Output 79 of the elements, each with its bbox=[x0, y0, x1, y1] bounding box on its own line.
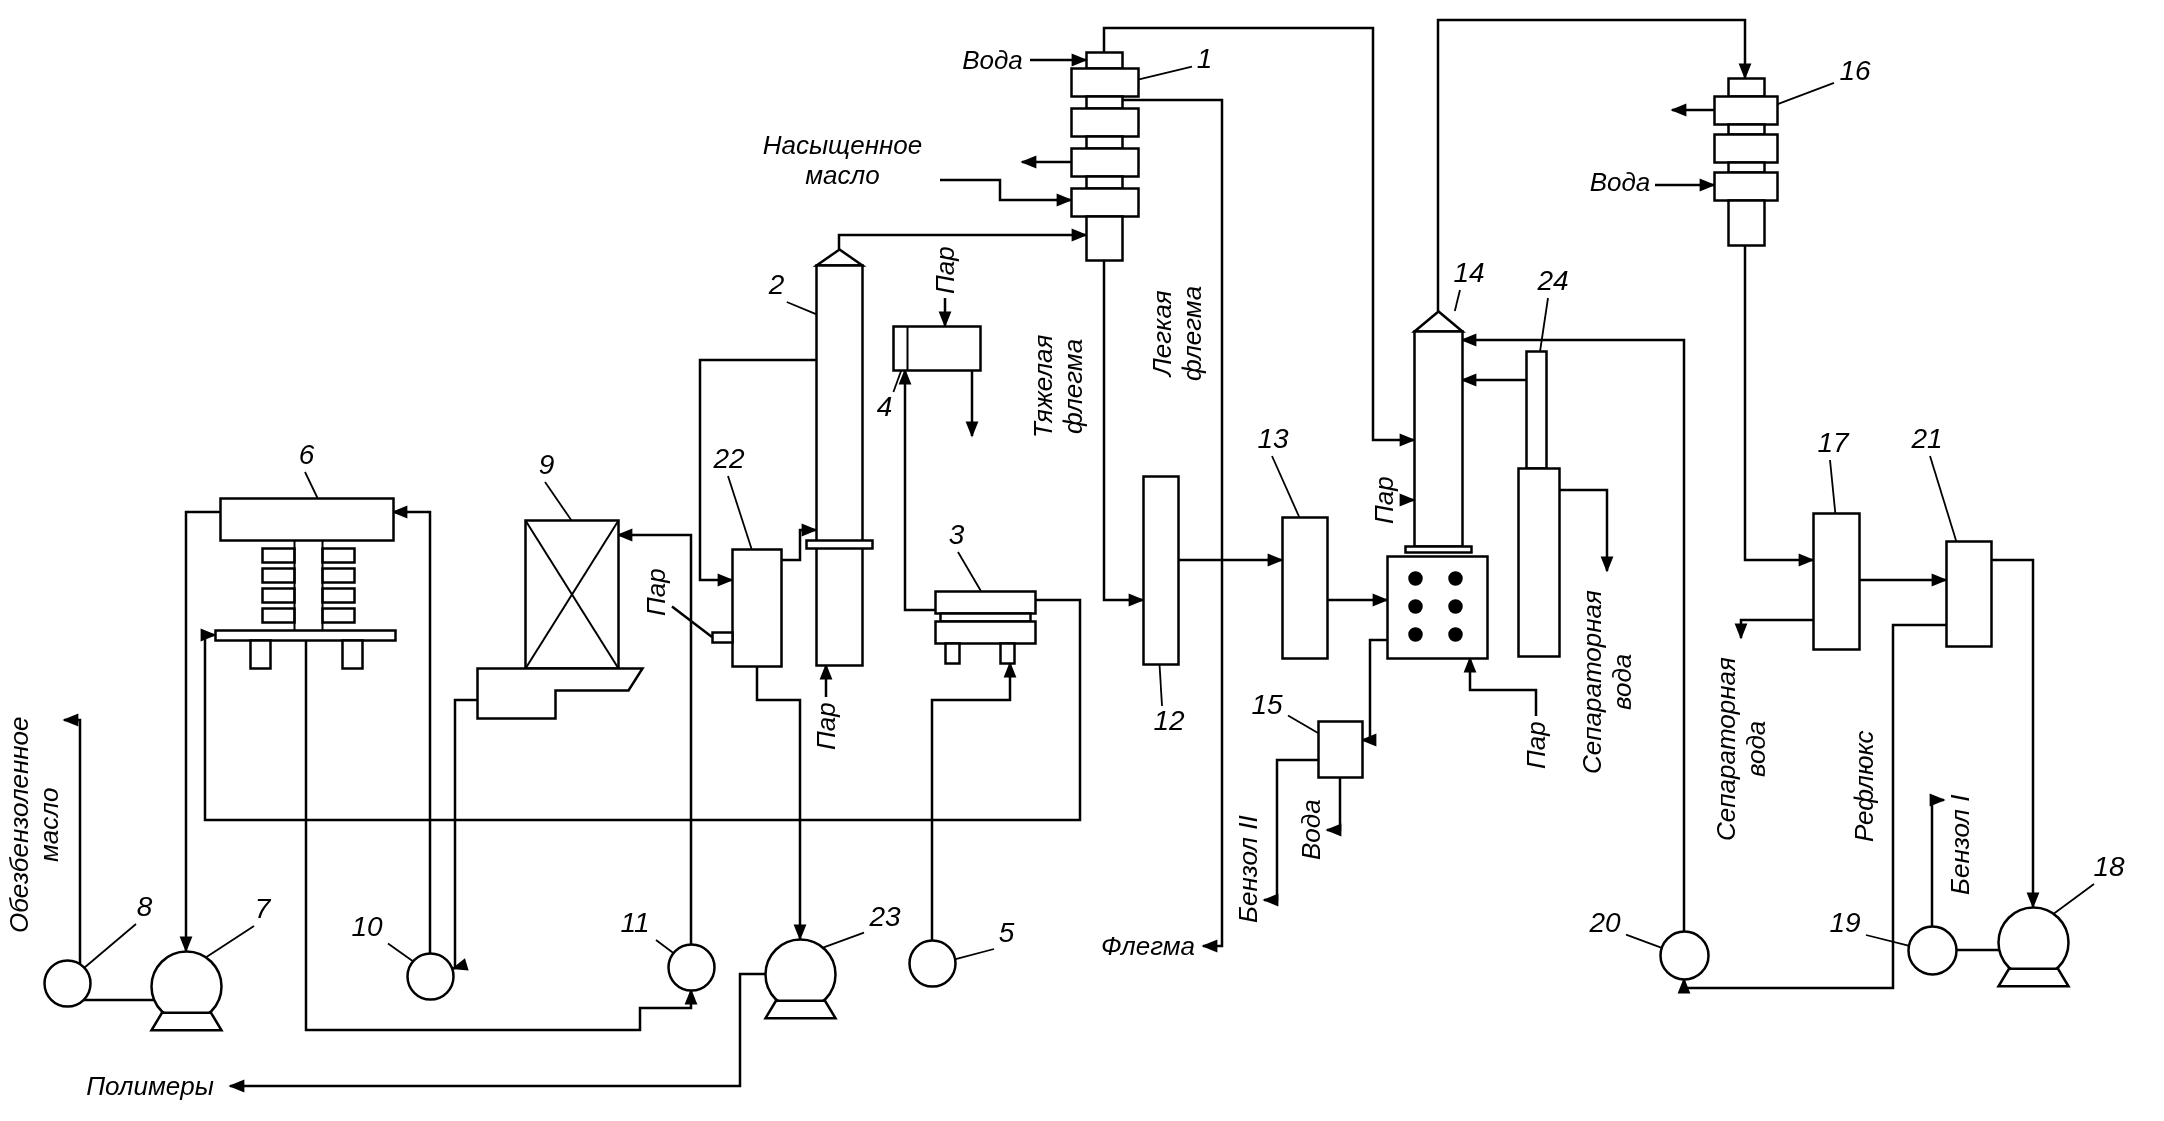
stream-label: Пар bbox=[1368, 470, 1400, 530]
callout-number: 9 bbox=[534, 450, 559, 482]
leader-line bbox=[1453, 289, 1461, 312]
callout-number: 8 bbox=[132, 892, 157, 924]
stream-label: Вода bbox=[1295, 794, 1327, 866]
callout-number: 12 bbox=[1148, 706, 1190, 738]
stream-label: Бензол II bbox=[1232, 794, 1264, 944]
leader-line bbox=[1287, 714, 1319, 734]
stream-label: Бензол I bbox=[1944, 775, 1976, 915]
callout-number: 3 bbox=[944, 520, 969, 552]
stream-label: Пар bbox=[1520, 716, 1552, 774]
callout-number: 22 bbox=[708, 444, 750, 476]
callout-number: 23 bbox=[864, 902, 906, 934]
stream-label: Вода bbox=[955, 43, 1030, 77]
leader-line bbox=[1625, 933, 1662, 949]
pipe-arrow bbox=[1030, 53, 1088, 67]
leader-line bbox=[822, 931, 865, 949]
pipe-arrow bbox=[1020, 155, 1071, 169]
callout-number: 16 bbox=[1834, 56, 1876, 88]
leader-line bbox=[655, 939, 674, 954]
pipe-line bbox=[1956, 948, 1999, 952]
pipe-arrow bbox=[1677, 623, 1946, 994]
leader-line bbox=[2052, 883, 2095, 915]
callout-number: 19 bbox=[1824, 908, 1866, 940]
leader-line bbox=[1271, 455, 1301, 518]
pipe-arrow bbox=[1436, 18, 1752, 311]
leader-line bbox=[387, 942, 414, 962]
pipe-arrow bbox=[200, 598, 1082, 822]
leader-line bbox=[785, 301, 817, 315]
stream-label: Обезбензоленное масло bbox=[4, 700, 64, 950]
leader-line bbox=[1929, 455, 1958, 542]
pipe-arrow bbox=[1325, 777, 1342, 837]
callout-number: 18 bbox=[2088, 852, 2130, 884]
pipe-arrow bbox=[304, 640, 698, 1032]
stream-label: Флегма bbox=[1093, 928, 1203, 964]
pipe-arrow bbox=[228, 972, 765, 1093]
stream-label: Насыщенное масло bbox=[745, 125, 940, 195]
leader-line bbox=[205, 925, 255, 959]
callout-number: 11 bbox=[614, 908, 656, 940]
leader-line bbox=[544, 481, 573, 521]
callout-number: 21 bbox=[1906, 424, 1948, 456]
callout-number: 4 bbox=[872, 392, 897, 424]
callout-number: 13 bbox=[1252, 424, 1294, 456]
pipe-arrow bbox=[1734, 618, 1813, 640]
pipe-arrow bbox=[451, 698, 477, 971]
stream-label: Пар bbox=[640, 562, 672, 622]
pipe-arrow bbox=[1262, 758, 1318, 907]
callout-number: 17 bbox=[1812, 428, 1854, 460]
callout-number: 20 bbox=[1584, 908, 1626, 940]
leader-line bbox=[304, 471, 319, 499]
stream-label: Полимеры bbox=[70, 1068, 230, 1104]
pipe-line bbox=[82, 998, 154, 1002]
pipe-arrow bbox=[1122, 98, 1224, 953]
leader-line bbox=[957, 551, 982, 592]
callout-number: 2 bbox=[764, 270, 789, 302]
callout-number: 10 bbox=[346, 912, 388, 944]
pipe-arrow bbox=[965, 370, 979, 438]
callout-number: 15 bbox=[1246, 690, 1288, 722]
leader-line bbox=[1829, 459, 1837, 514]
callout-number: 5 bbox=[994, 918, 1019, 950]
callout-number: 6 bbox=[294, 440, 319, 472]
pipe-arrow bbox=[1670, 103, 1714, 117]
leader-line bbox=[83, 923, 137, 969]
pipe-line bbox=[671, 605, 713, 638]
stream-label: Вода bbox=[1585, 165, 1655, 199]
callout-number: 7 bbox=[250, 894, 275, 926]
leader-line bbox=[727, 475, 753, 550]
stream-label: Сепараторная вода bbox=[1572, 571, 1642, 793]
stream-label: Сепараторная вода bbox=[1706, 638, 1776, 860]
callout-number: 1 bbox=[1192, 44, 1217, 76]
pipe-arrow bbox=[62, 713, 82, 964]
pipe-arrow bbox=[1559, 488, 1614, 573]
leader-line bbox=[1539, 297, 1549, 352]
pipe-arrow bbox=[1929, 793, 1946, 926]
callout-number: 24 bbox=[1532, 266, 1574, 298]
callout-number: 14 bbox=[1448, 258, 1490, 290]
stream-label: Пар bbox=[810, 697, 842, 755]
pipe-arrow bbox=[698, 358, 816, 587]
stream-label: Пар bbox=[930, 242, 960, 298]
